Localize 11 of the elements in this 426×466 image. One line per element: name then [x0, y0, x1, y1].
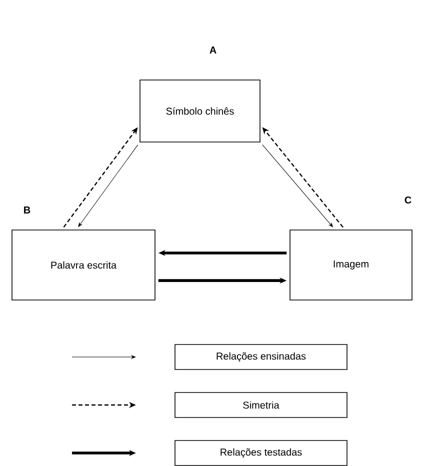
legend-label: Relações testadas — [174, 440, 348, 466]
process-box: Palavra escrita — [12, 230, 156, 300]
arrow — [78, 144, 138, 227]
corner-letter: C — [404, 196, 412, 204]
legend-label: Relações ensinadas — [174, 344, 348, 370]
corner-letter: B — [24, 206, 30, 214]
legend-label: Simetria — [174, 392, 348, 418]
process-box: Imagem — [290, 230, 412, 300]
corner-letter: A — [210, 46, 216, 54]
arrow — [262, 144, 333, 228]
process-box: Símbolo chinês — [140, 80, 260, 142]
